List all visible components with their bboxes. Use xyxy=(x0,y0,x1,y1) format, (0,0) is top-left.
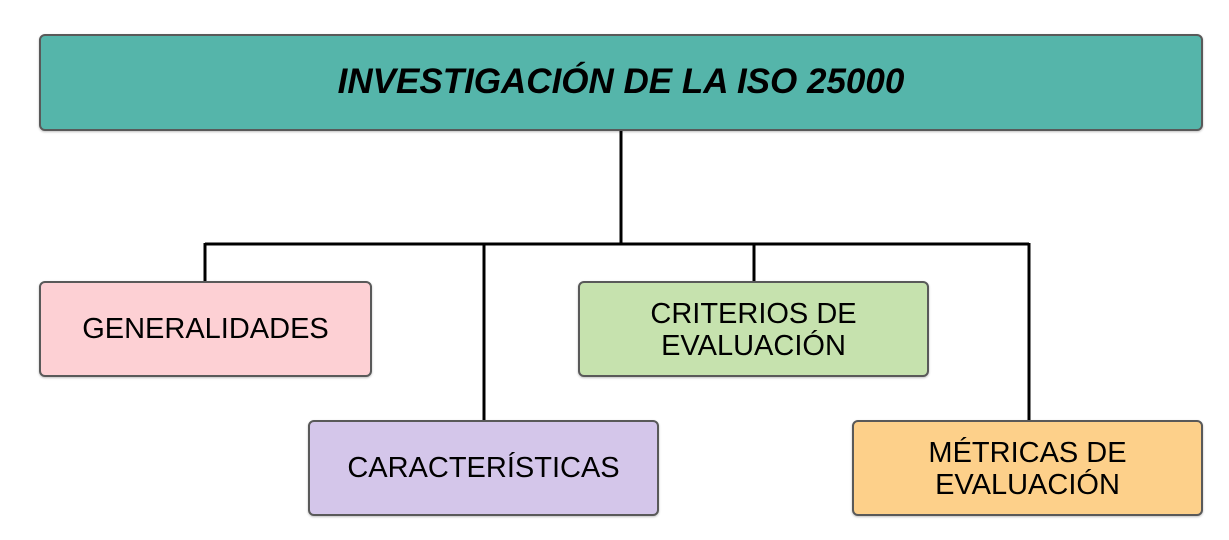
node-caracteristicas: CARACTERÍSTICAS xyxy=(308,420,659,516)
node-metricas-de-evaluacion: MÉTRICAS DE EVALUACIÓN xyxy=(852,420,1203,516)
node-criterios-label-line-1: CRITERIOS DE xyxy=(650,297,857,330)
node-criterios-de-evaluacion: CRITERIOS DE EVALUACIÓN xyxy=(578,281,929,377)
node-metricas-label-line-2: EVALUACIÓN xyxy=(935,469,1120,501)
node-generalidades: GENERALIDADES xyxy=(39,281,372,377)
node-metricas-label-line-1: MÉTRICAS DE xyxy=(928,436,1127,469)
node-criterios-label-line-2: EVALUACIÓN xyxy=(661,330,846,362)
node-caracteristicas-label: CARACTERÍSTICAS xyxy=(347,451,620,484)
root-node-label: INVESTIGACIÓN DE LA ISO 25000 xyxy=(337,62,905,102)
root-node: INVESTIGACIÓN DE LA ISO 25000 xyxy=(39,34,1203,131)
node-generalidades-label: GENERALIDADES xyxy=(82,312,329,345)
